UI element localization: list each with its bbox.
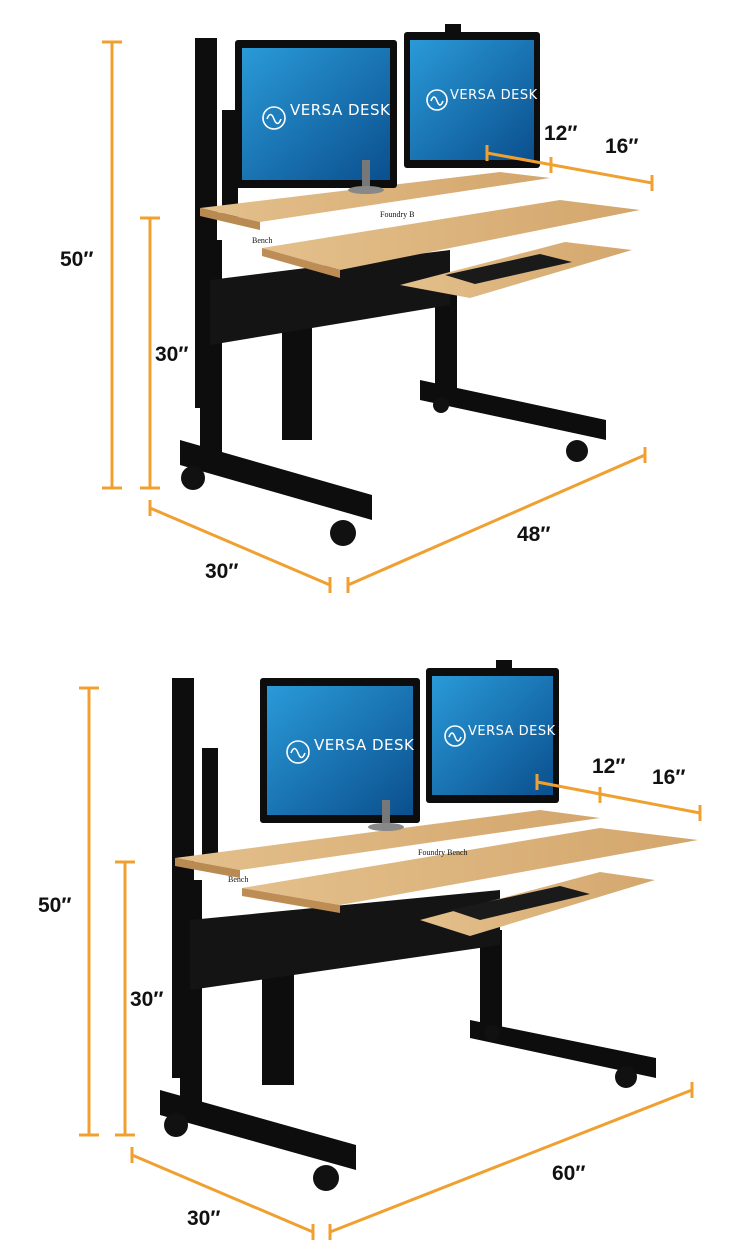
desk-48-monitor-right-brand: VERSA DESK [450, 88, 538, 103]
versa-desk-wave-icon [444, 725, 466, 747]
desk-60-width-label: 60″ [552, 1162, 586, 1185]
desk-60-monitor-left-brand: VERSA DESK [314, 736, 415, 754]
desk-48-width-label: 48″ [517, 523, 551, 546]
desk-48-desk-height-label: 30″ [155, 343, 189, 366]
desk-48-bench-label: Foundry B [380, 210, 415, 219]
versa-desk-wave-icon [286, 740, 310, 764]
desk-48-depth-label: 30″ [205, 560, 239, 583]
desk-48-total-height-label: 50″ [60, 248, 94, 271]
versa-desk-wave-icon [262, 106, 286, 130]
desk-48-illustration [102, 24, 654, 593]
desk-60-illustration [79, 660, 702, 1240]
desk-60-upper-shelf-depth-label: 12″ [592, 755, 626, 778]
desk-60-lower-depth-label: 16″ [652, 766, 686, 789]
desk-60-bench-label: Foundry Bench [418, 848, 468, 857]
desk-48-bench-side-label: Bench [252, 236, 273, 245]
desk-60-bench-side-label: Bench [228, 875, 249, 884]
desk-60-desk-height-label: 30″ [130, 988, 164, 1011]
desk-60-total-height-label: 50″ [38, 894, 72, 917]
desk-48-lower-depth-label: 16″ [605, 135, 639, 158]
desk-48-upper-shelf-depth-label: 12″ [544, 122, 578, 145]
desk-60-monitor-right-brand: VERSA DESK [468, 724, 556, 739]
versa-desk-wave-icon [426, 89, 448, 111]
desk-48-monitor-left-brand: VERSA DESK [290, 101, 391, 119]
dimension-lines [102, 40, 654, 593]
dimension-lines [79, 686, 702, 1240]
desk-60-depth-label: 30″ [187, 1207, 221, 1230]
